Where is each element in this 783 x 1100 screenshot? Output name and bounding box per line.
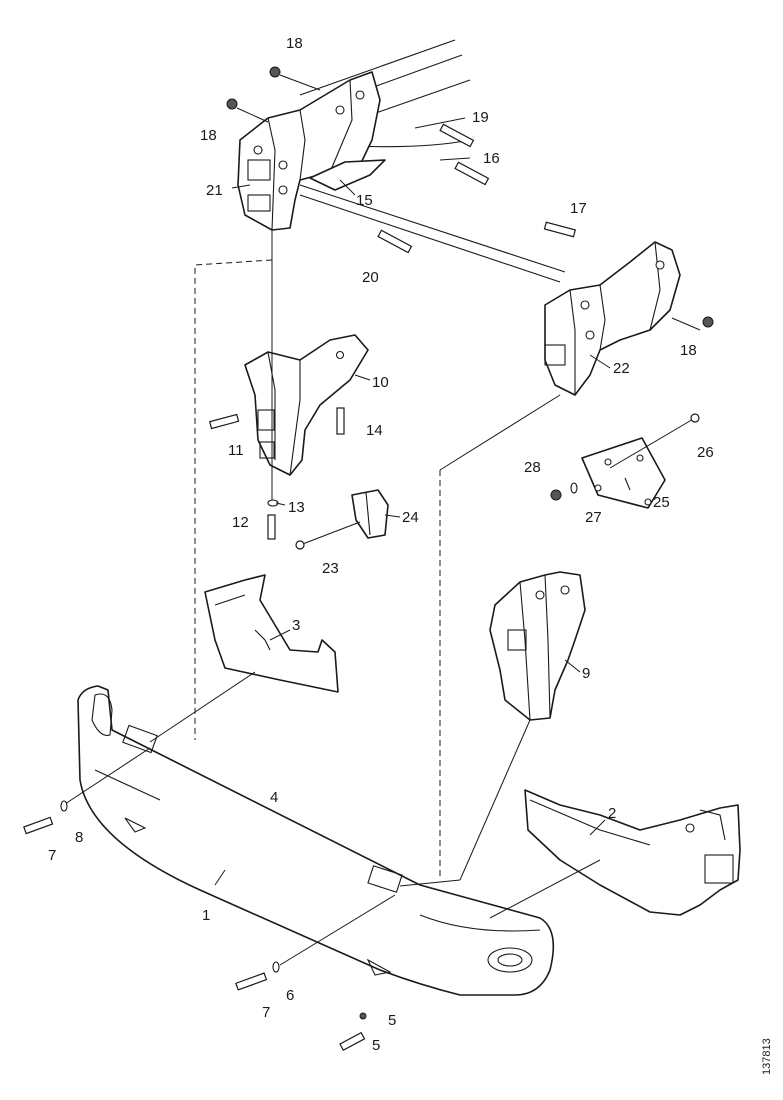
document-id: 137813	[761, 1038, 773, 1075]
callout-1: 1	[202, 907, 210, 924]
callout-3: 3	[292, 617, 300, 634]
callout-4: 4	[270, 789, 278, 806]
callout-27: 27	[585, 509, 602, 526]
bumper-bracket-9	[489, 571, 586, 721]
callout-18-top: 18	[286, 35, 303, 52]
callout-leaders	[214, 74, 701, 886]
callout-19: 19	[472, 109, 489, 126]
callout-10: 10	[372, 374, 389, 391]
front-bumper-1	[77, 685, 555, 996]
callout-15: 15	[356, 192, 373, 209]
callout-14: 14	[366, 422, 383, 439]
callout-11: 11	[228, 442, 244, 459]
callout-16: 16	[483, 150, 500, 167]
callout-18-right: 18	[680, 342, 697, 359]
bracket-15	[309, 159, 386, 191]
upper-bracket-21	[237, 71, 381, 231]
callout-28: 28	[524, 459, 541, 476]
callout-20: 20	[362, 269, 379, 286]
right-bracket-22	[544, 241, 681, 396]
callout-2: 2	[608, 805, 616, 822]
fasteners	[23, 66, 714, 1051]
callout-7-bottom: 7	[262, 1004, 270, 1021]
mount-bracket-10	[244, 334, 369, 476]
bumper-end-2	[524, 789, 741, 916]
callout-22: 22	[613, 360, 630, 377]
callout-21: 21	[206, 182, 223, 199]
callout-6: 6	[286, 987, 294, 1004]
callout-5-upper: 5	[388, 1012, 396, 1029]
callout-8: 8	[75, 829, 83, 846]
callout-26: 26	[697, 444, 714, 461]
callout-5-lower: 5	[372, 1037, 380, 1054]
bumper-bracket-3	[204, 574, 339, 693]
callout-25: 25	[653, 494, 670, 511]
callout-13: 13	[288, 499, 305, 516]
callout-18-left: 18	[200, 127, 217, 144]
callout-12: 12	[232, 514, 249, 531]
clamp-24	[351, 489, 389, 539]
assembly-guides	[61, 230, 601, 966]
callout-17: 17	[570, 200, 587, 217]
cover-plate-25	[581, 437, 666, 509]
callout-7-left: 7	[48, 847, 56, 864]
callout-labels: 18 18 18 19 16 15 21 20 17 22 10 14 11 1…	[48, 35, 714, 1054]
callout-24: 24	[402, 509, 419, 526]
callout-23: 23	[322, 560, 339, 577]
callout-9: 9	[582, 665, 590, 682]
